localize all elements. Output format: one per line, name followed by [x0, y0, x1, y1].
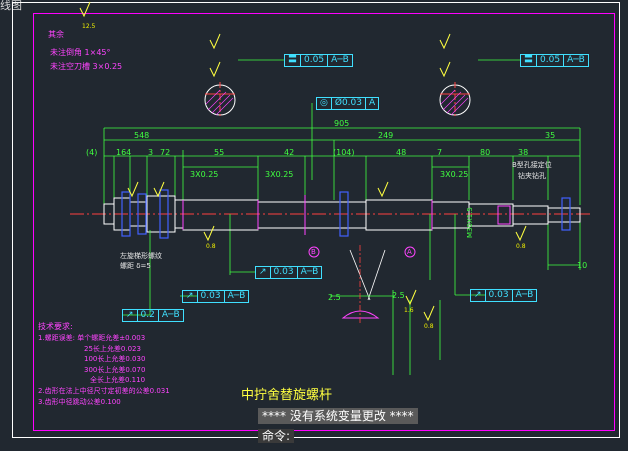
runout-frame-left1[interactable]: ↗ 0.03 A─B: [182, 290, 250, 303]
roughness-08-a: 0.8: [206, 243, 216, 250]
m-thread-label: M30X1.5: [466, 207, 474, 238]
thread-note-1: 左旋梯形螺纹: [120, 252, 162, 260]
section-hatch-left: [205, 89, 234, 116]
dim-2-5-b: 2.5: [392, 291, 405, 300]
dim-7: 7: [437, 148, 443, 157]
dim-548: 548: [134, 131, 150, 140]
tech-req-line1: 1.螺距误差: 单个螺距允差±0.003: [38, 334, 146, 342]
section-view-right: [439, 82, 471, 118]
dim-104: (104): [333, 148, 355, 157]
coaxiality-frame[interactable]: ◎ Ø0.03 A: [316, 97, 380, 110]
command-line[interactable]: 命令:: [258, 429, 295, 443]
dim-4: (4): [86, 148, 98, 157]
runout-icon: ↗: [183, 291, 198, 302]
roughness-value: 12.5: [82, 23, 96, 30]
section-hatch-right: [440, 89, 469, 116]
tech-req-line2: 25长上允差0.023: [84, 345, 141, 353]
dim-164: 164: [116, 148, 132, 157]
runout-icon: ↗: [471, 290, 486, 301]
flatness-icon: 〓: [285, 55, 302, 66]
dim-3x025-a: 3X0.25: [190, 170, 219, 179]
dim-55: 55: [214, 148, 225, 157]
runout-frame-center[interactable]: ↗ 0.03 A─B: [255, 266, 323, 279]
drawing-outer-frame: [12, 2, 620, 438]
tech-req-heading: 技术要求:: [38, 322, 73, 331]
tech-req-line6: 2.齿形在法上中径尺寸定初差的公差0.031: [38, 387, 170, 395]
dim-10: 10: [577, 261, 588, 270]
tech-req-line5: 全长上允差0.110: [90, 376, 146, 384]
runout-icon: ↗: [256, 267, 271, 278]
thread-detail: [330, 245, 395, 325]
tech-req-line3: 100长上允差0.030: [84, 355, 146, 363]
tech-req-line7: 3.齿形中径跳动公差0.100: [38, 398, 121, 406]
magenta-marks: [182, 195, 511, 235]
drawing-inner-frame: [33, 13, 615, 431]
coaxiality-icon: ◎: [317, 98, 332, 109]
runout-icon: ↗: [123, 310, 138, 321]
dim-3: 3: [148, 148, 154, 157]
tech-req-line4: 300长上允差0.070: [84, 366, 146, 374]
flatness-frame-left[interactable]: 〓 0.05 A─B: [284, 54, 353, 67]
leader-lines: [122, 59, 520, 316]
right-note-2: 钻夹钻孔: [518, 172, 546, 180]
notes-heading: 其余: [48, 30, 64, 39]
dim-42: 42: [284, 148, 295, 157]
note-undercut: 未注空刀槽 3×0.25: [50, 62, 123, 71]
dim-3x025-b: 3X0.25: [265, 170, 294, 179]
dimension-lines: [103, 127, 581, 375]
bearing-marks: [121, 189, 571, 239]
right-note-1: B型孔接定位: [512, 161, 552, 169]
drawing-title: 中拧舍替旋螺杆: [241, 388, 333, 403]
dim-2-5: 2.5: [328, 293, 341, 302]
roughness-16: 1.6: [404, 307, 414, 314]
dim-overall: 905: [334, 119, 350, 128]
roughness-08-b: 0.8: [516, 243, 526, 250]
datum-label-a: A: [407, 248, 412, 256]
drawing-tab[interactable]: 线图: [0, 0, 28, 11]
dim-48: 48: [396, 148, 407, 157]
flatness-icon: 〓: [521, 55, 538, 66]
dim-80: 80: [480, 148, 491, 157]
dim-3x025-c: 3X0.25: [440, 170, 469, 179]
dim-249: 249: [378, 131, 394, 140]
datum-label-b: B: [311, 248, 316, 256]
dim-38: 38: [518, 148, 529, 157]
runout-frame-right[interactable]: ↗ 0.03 A─B: [470, 289, 538, 302]
system-message: **** 没有系统变量更改 ****: [258, 408, 418, 424]
datum-symbols: [308, 246, 416, 258]
thread-note-2: 螺距 δ=5: [120, 262, 151, 270]
dim-72: 72: [160, 148, 171, 157]
section-view-left: [204, 82, 236, 118]
dim-35: 35: [545, 131, 556, 140]
note-chamfer: 未注倒角 1×45°: [50, 48, 111, 57]
runout-frame-left2[interactable]: ↗ 0.2 A─B: [122, 309, 184, 322]
roughness-08-c: 0.8: [424, 323, 434, 330]
roughness-symbols: [79, 1, 527, 322]
flatness-frame-right[interactable]: 〓 0.05 A─B: [520, 54, 589, 67]
